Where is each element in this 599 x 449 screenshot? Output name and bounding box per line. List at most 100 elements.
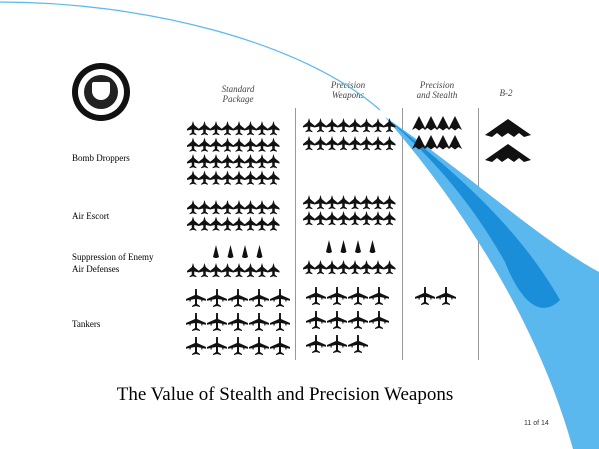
sead-fighter-icon [256,263,268,278]
escort-fighter-icon [187,216,199,231]
bomber-fighter-icon [210,137,222,152]
tanker-aircraft-icon [436,287,456,305]
escort-fighter-icon [326,211,338,226]
bomber-fighter-icon [221,154,234,169]
sead-fighter-icon [314,260,327,275]
tanker-aircraft-icon [327,311,347,329]
bomber-fighter-icon [187,121,199,136]
bomber-fighter-group [187,121,280,185]
bomber-fighter-icon [221,137,234,152]
bomber-fighter-icon [337,118,350,133]
escort-fighter-icon [233,200,245,215]
escort-fighter-icon [210,216,222,231]
tanker-aircraft-icon [207,337,227,355]
sead-jammer-icon [355,240,361,253]
bomber-fighter-icon [198,154,211,169]
column-header-b2: B-2 [499,88,513,98]
escort-fighter-icon [326,195,338,210]
escort-fighter-group [303,195,396,226]
tanker-aircraft-icon [270,337,290,355]
sead-fighter-icon [221,263,234,278]
tanker-aircraft-icon [327,287,347,305]
escort-fighter-icon [244,200,257,215]
bomber-fighter-icon [244,137,257,152]
bomber-fighter-icon [360,118,373,133]
sead-fighter-icon [233,263,245,278]
escort-fighter-icon [360,195,373,210]
tanker-aircraft-icon [415,287,435,305]
tanker-aircraft-icon [228,337,248,355]
b2-bomber-icon [485,144,531,162]
escort-fighter-icon [383,211,396,226]
sead-fighter-icon [187,263,199,278]
bomber-fighter-icon [267,154,280,169]
bomber-fighter-icon [383,136,396,151]
sead-jammer-icon [227,245,234,258]
stealth-fighter-group [412,116,462,150]
escort-fighter-icon [314,211,327,226]
stealth-fighter-icon [424,116,438,131]
sead-jammer-icon [242,245,248,258]
escort-fighter-icon [233,216,245,231]
tanker-aircraft-icon [270,313,290,331]
bomber-fighter-icon [233,154,245,169]
escort-fighter-icon [256,200,268,215]
bomber-fighter-icon [244,154,257,169]
bomber-fighter-icon [314,118,327,133]
escort-fighter-group [187,200,280,231]
tanker-aircraft-icon [348,287,368,305]
escort-fighter-icon [221,216,234,231]
bomber-fighter-icon [267,121,280,136]
escort-fighter-icon [383,195,396,210]
sead-fighter-icon [372,260,384,275]
escort-fighter-icon [267,216,280,231]
tanker-aircraft-icon [306,287,326,305]
bomber-fighter-icon [303,118,315,133]
escort-fighter-icon [372,211,384,226]
escort-fighter-icon [303,211,315,226]
sead-fighter-icon [349,260,361,275]
sead-jammer-icon [340,240,347,253]
tanker-aircraft-icon [186,337,206,355]
bomber-fighter-icon [233,170,245,185]
sead-fighter-group [187,263,280,278]
sead-jammer-icon [369,240,376,253]
tanker-aircraft-icon [306,335,326,353]
department-of-air-force-seal [72,63,130,121]
escort-fighter-icon [210,200,222,215]
tanker-aircraft-icon [228,313,248,331]
bomber-fighter-icon [198,121,211,136]
bomber-fighter-icon [349,118,361,133]
decorative-blue-swoosh-shade [385,117,560,308]
bomber-fighter-icon [187,154,199,169]
bomber-fighter-icon [360,136,373,151]
escort-fighter-icon [303,195,315,210]
bomber-fighter-icon [314,136,327,151]
column-divider [402,108,403,360]
tanker-aircraft-icon [207,313,227,331]
bomber-fighter-icon [187,137,199,152]
stealth-fighter-icon [436,135,450,150]
sead-jammer-icon [256,245,263,258]
b2-bomber-icon [485,119,531,137]
bomber-fighter-icon [210,121,222,136]
escort-fighter-icon [349,211,361,226]
stealth-fighter-icon [448,135,462,150]
sead-fighter-icon [360,260,373,275]
stealth-fighter-icon [412,135,426,150]
tanker-aircraft-icon [369,287,389,305]
bomber-fighter-icon [221,170,234,185]
bomber-fighter-group [303,118,396,151]
sead-jammer-group [326,240,376,253]
row-label-tankers: Tankers [72,319,101,329]
stealth-fighter-icon [436,116,450,131]
bomber-fighter-icon [221,121,234,136]
bomber-fighter-icon [256,170,268,185]
bomber-fighter-icon [303,136,315,151]
stealth-fighter-icon [448,116,462,131]
bomber-fighter-icon [198,137,211,152]
bomber-fighter-icon [198,170,211,185]
bomber-fighter-icon [244,170,257,185]
